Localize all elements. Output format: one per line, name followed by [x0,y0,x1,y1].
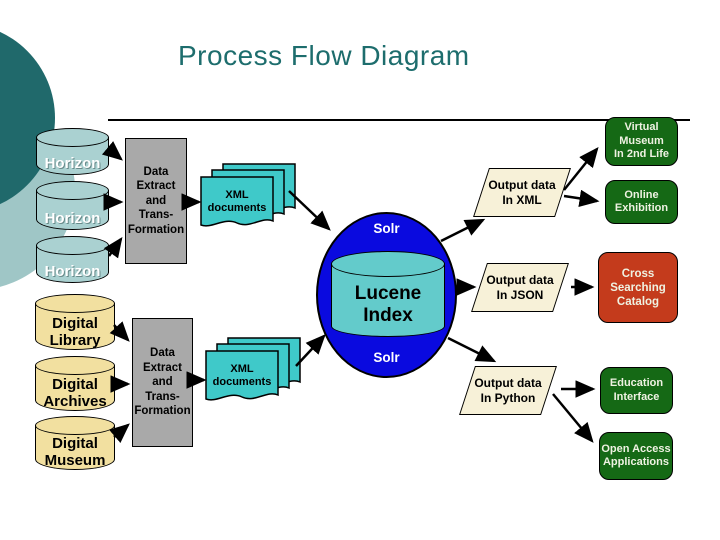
cylinder-body [35,303,115,350]
xml-documents-label: XML documents [212,363,272,388]
horizon-db-label: Horizon [44,155,101,172]
solr-label-top: Solr [373,221,400,236]
lucene-index-label: Lucene Index [354,283,422,326]
document-stack-shape [200,163,296,227]
output-json-parallelogram: Output data In JSON [471,263,569,312]
horizon-db-cylinder-2: Horizon [36,181,109,230]
page-title: Process Flow Diagram [178,40,470,71]
xml-documents-stack-bottom: XML documents [205,337,301,405]
digital-db-label: Digital Archives [43,376,107,410]
output-python-parallelogram: Output data In Python [459,366,557,415]
lucene-index-cylinder: Lucene Index [331,251,445,337]
cylinder-top [36,181,109,200]
output-xml-parallelogram: Output data In XML [473,168,571,217]
output-json-label: Output data In JSON [486,272,554,302]
title-divider [108,119,690,121]
education-interface-box: Education Interface [600,367,673,414]
xml-documents-label: XML documents [207,189,267,214]
open-access-applications-box: Open Access Applications [599,432,673,480]
cylinder-top [36,128,109,147]
xml-documents-stack-top: XML documents [200,163,296,231]
output-xml-label: Output data In XML [488,177,556,207]
output-python-label: Output data In Python [474,375,542,405]
horizon-db-label: Horizon [44,263,101,280]
cylinder-top [35,294,115,313]
digital-archives-cylinder: Digital Archives [35,356,115,411]
solr-label-bottom: Solr [373,350,400,365]
cylinder-top [35,416,115,435]
horizon-db-label: Horizon [44,210,101,227]
cross-searching-catalog-box: Cross Searching Catalog [598,252,678,323]
digital-db-label: Digital Library [49,315,101,349]
document-stack-shape [205,337,301,401]
digital-db-label: Digital Museum [44,435,106,469]
solr-ellipse: Solr Lucene Index Solr [316,212,457,378]
digital-library-cylinder: Digital Library [35,294,115,350]
cylinder-top [36,236,109,255]
horizon-db-cylinder-1: Horizon [36,128,109,175]
etl-process-box-bottom: Data Extract and Trans- Formation [132,318,193,447]
etl-process-box-top: Data Extract and Trans- Formation [125,138,187,264]
online-exhibition-box: Online Exhibition [605,180,678,224]
cylinder-top [35,356,115,375]
horizon-db-cylinder-3: Horizon [36,236,109,283]
cylinder-top [331,251,445,277]
digital-museum-cylinder: Digital Museum [35,416,115,470]
virtual-museum-box: Virtual Museum In 2nd Life [605,117,678,166]
